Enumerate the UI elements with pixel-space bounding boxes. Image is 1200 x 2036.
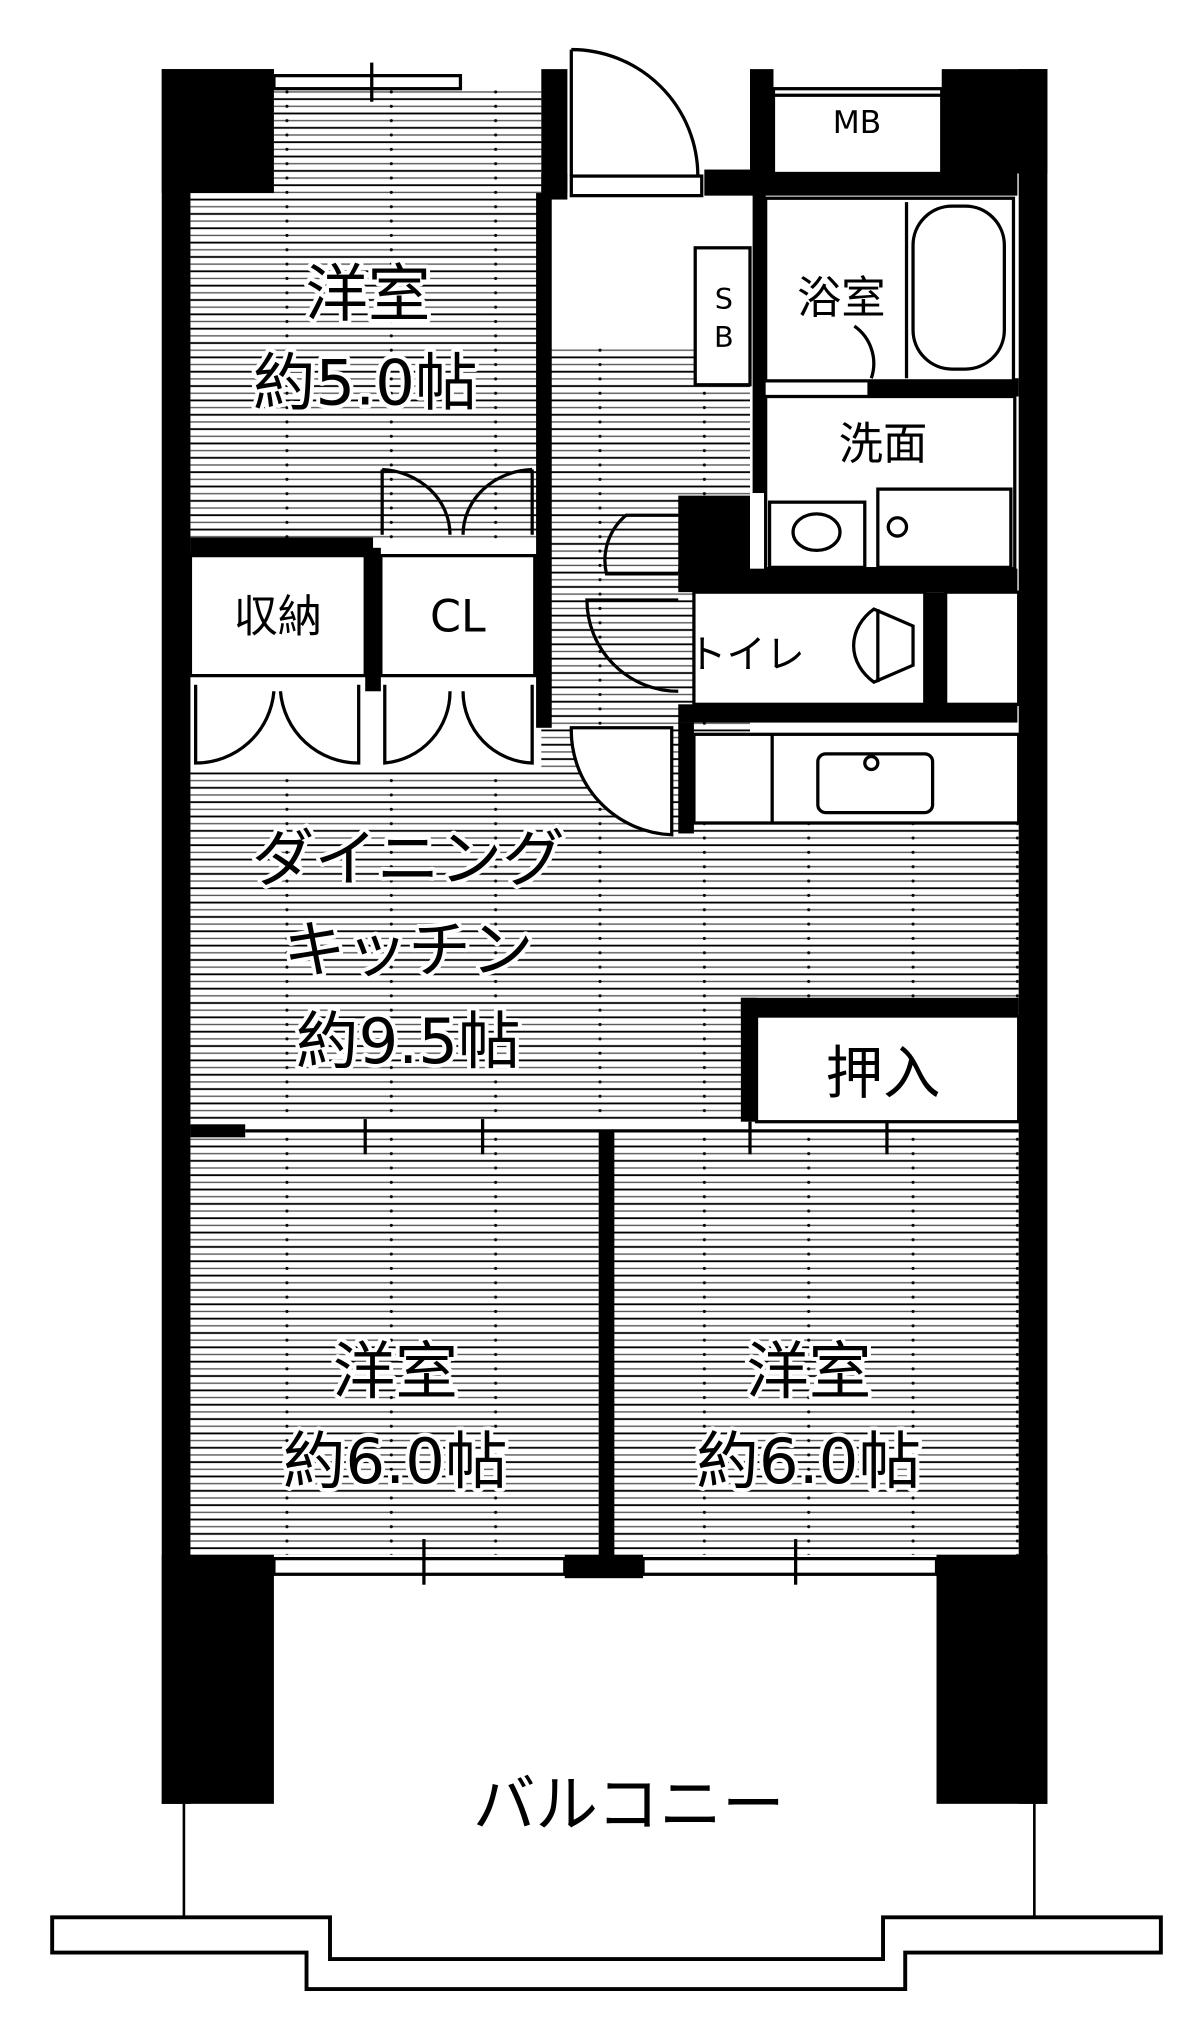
label-western-room-sw-size: 約6.0帖 [283, 1425, 508, 1498]
label-western-room-se-size: 約6.0帖 [696, 1425, 921, 1498]
label-storage: 収納 [233, 591, 322, 642]
label-western-room-north: 洋室 [305, 258, 430, 331]
label-dining-kitchen-size: 約9.5帖 [296, 1005, 521, 1078]
label-closet: CL [430, 591, 486, 642]
flooring [190, 88, 1019, 1555]
label-oshiire: 押入 [826, 1040, 941, 1107]
walls [161, 69, 1048, 1804]
label-bathroom: 浴室 [797, 273, 886, 324]
label-kitchen: キッチン [283, 914, 533, 987]
label-western-room-se: 洋室 [746, 1335, 871, 1408]
label-shoe-box-b: B [714, 320, 734, 354]
label-dining: ダイニング [252, 822, 565, 895]
label-western-room-sw: 洋室 [333, 1335, 458, 1408]
label-western-room-north-size: 約5.0帖 [253, 346, 478, 419]
label-toilet: トイレ [687, 633, 804, 678]
fixtures [50, 47, 1163, 1992]
label-shoe-box-s: S [715, 282, 733, 316]
label-washroom: 洗面 [839, 419, 928, 470]
label-meter-box: MB [833, 105, 881, 141]
label-balcony: バルコニー [473, 1768, 785, 1841]
room-labels: 洋室 約5.0帖 収納 CL MB S B 浴室 洗面 トイレ ダイニング キッ… [233, 105, 940, 1841]
